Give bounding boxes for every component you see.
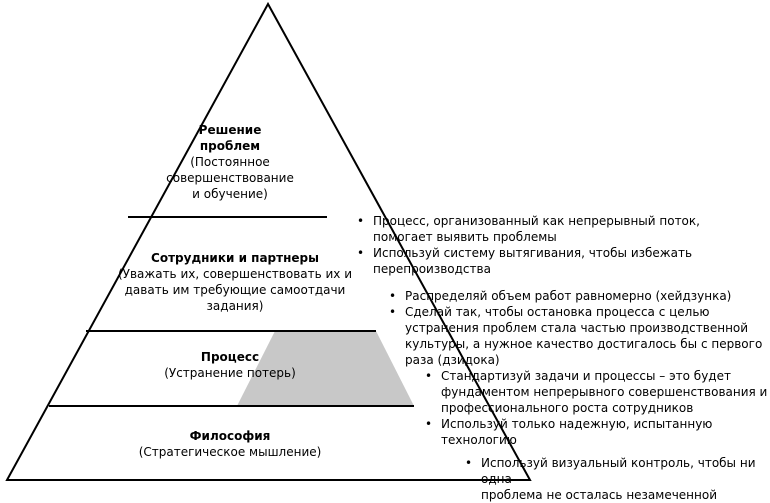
bullet-line: помогает выявить проблемы — [373, 230, 557, 244]
bullet-line: Используй систему вытягивания, чтобы изб… — [373, 246, 693, 260]
bullet-item: Распределяй объем работ равномерно (хейд… — [387, 288, 767, 304]
tier-title: проблем — [199, 139, 261, 153]
bullet-item: Используй систему вытягивания, чтобы изб… — [355, 245, 735, 277]
tier-subtitle: (Устранение потерь) — [164, 366, 296, 380]
tier-process-band — [237, 331, 414, 406]
tier-philosophy: Философия (Стратегическое мышление) — [115, 428, 345, 460]
bullet-line: устранения проблем стала частью производ… — [405, 321, 749, 335]
tier-title: Сотрудники и партнеры — [151, 251, 319, 265]
bullet-line: Используй только надежную, испытанную — [441, 417, 713, 431]
bullet-line: фундаментом непрерывного совершенствован… — [441, 385, 768, 399]
tier-subtitle: и обучение) — [192, 187, 268, 201]
tier-people-partners: Сотрудники и партнеры (Уважать их, совер… — [95, 250, 375, 314]
bullet-line: Используй визуальный контроль, чтобы ни … — [481, 456, 756, 486]
bullet-line: Сделай так, чтобы остановка процесса с ц… — [405, 305, 710, 319]
bullet-item: Используй только надежную, испытанную те… — [423, 416, 768, 448]
bullet-line: проблема не осталась незамеченной — [481, 488, 718, 502]
bullet-line: Процесс, организованный как непрерывный … — [373, 214, 700, 228]
bullet-line: Стандартизуй задачи и процессы – это буд… — [441, 369, 731, 383]
bullet-item: Процесс, организованный как непрерывный … — [355, 213, 735, 245]
tier-title: Философия — [189, 429, 271, 443]
tier-subtitle: (Уважать их, совершенствовать их и — [117, 267, 353, 281]
bullet-group-heijunka: Распределяй объем работ равномерно (хейд… — [387, 288, 767, 368]
bullet-line: профессионального роста сотрудников — [441, 401, 694, 415]
tier-problem-solving: Решение проблем (Постоянное совершенство… — [140, 122, 320, 202]
bullet-line: Распределяй объем работ равномерно (хейд… — [405, 289, 732, 303]
tier-subtitle: (Стратегическое мышление) — [138, 445, 322, 459]
bullet-line: культуры, а нужное качество достигалось … — [405, 337, 763, 351]
tier-process: Процесс (Устранение потерь) — [130, 349, 330, 381]
tier-subtitle: совершенствование — [166, 171, 294, 185]
tier-subtitle: давать им требующие самоотдачи — [124, 283, 346, 297]
tier-title: Процесс — [200, 350, 260, 364]
bullet-line: раза (дзидока) — [405, 353, 500, 367]
bullet-group-standardization: Стандартизуй задачи и процессы – это буд… — [423, 368, 768, 448]
tier-title: Решение — [198, 123, 262, 137]
bullet-line: перепроизводства — [373, 262, 491, 276]
bullet-item: Сделай так, чтобы остановка процесса с ц… — [387, 304, 767, 368]
bullet-item: Используй визуальный контроль, чтобы ни … — [463, 455, 768, 503]
bullet-line: технологию — [441, 433, 517, 447]
bullet-group-visual-control: Используй визуальный контроль, чтобы ни … — [463, 455, 768, 503]
tier-subtitle: (Постоянное — [190, 155, 270, 169]
tier-subtitle: задания) — [206, 299, 264, 313]
bullet-group-flow: Процесс, организованный как непрерывный … — [355, 213, 735, 277]
bullet-item: Стандартизуй задачи и процессы – это буд… — [423, 368, 768, 416]
